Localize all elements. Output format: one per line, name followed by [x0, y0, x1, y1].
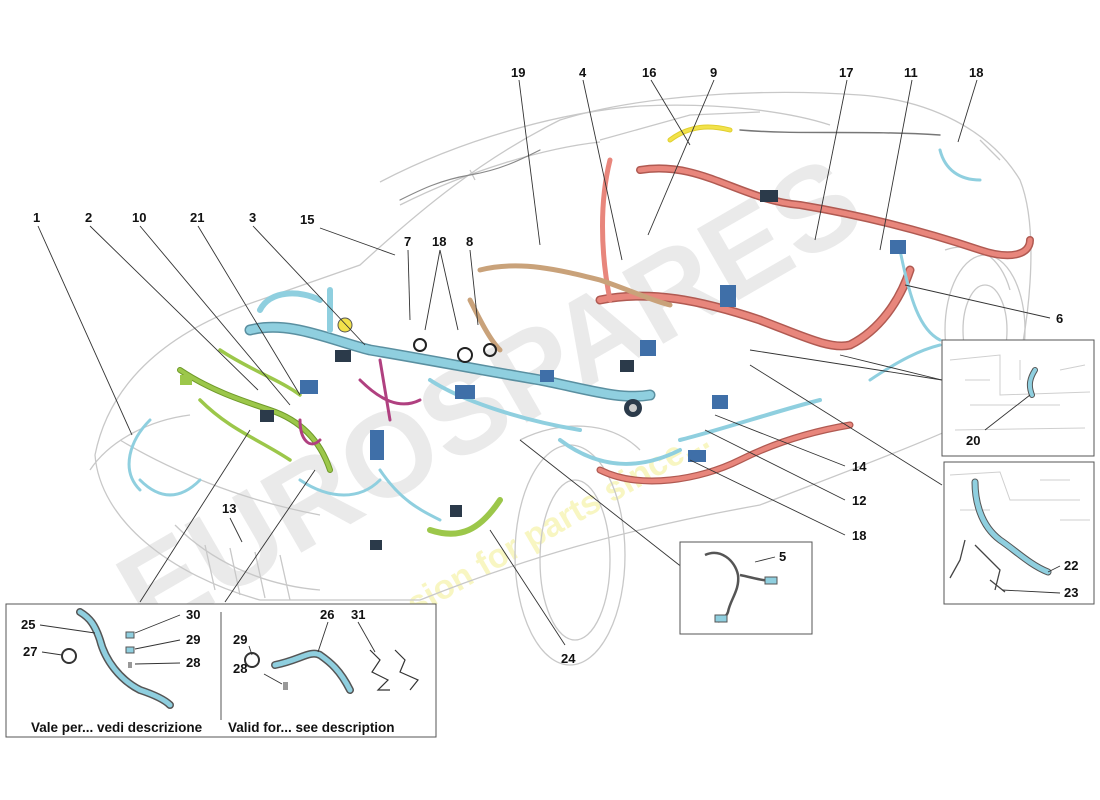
callout-numbers: 1 2 10 21 3 15 7 18 8 19 4 16 9 17 11 18…	[21, 65, 1078, 676]
callout-2: 2	[85, 210, 92, 225]
callout-30: 30	[186, 607, 200, 622]
callout-1: 1	[33, 210, 40, 225]
harness-bundles	[127, 124, 1034, 537]
callout-16: 16	[642, 65, 656, 80]
leader-lines	[37, 79, 1051, 646]
callout-31: 31	[351, 607, 365, 622]
callout-28a: 28	[186, 655, 200, 670]
callout-25: 24	[561, 651, 576, 666]
callout-19: 18	[969, 65, 983, 80]
inset-parts-23-24	[943, 461, 1095, 605]
callout-4: 4	[579, 65, 587, 80]
callout-11: 11	[904, 65, 918, 80]
caption-english: Valid for... see description	[228, 720, 395, 735]
callout-14: 14	[852, 459, 867, 474]
callout-29b: 29	[233, 632, 247, 647]
inset-alternative-parts: Vale per... vedi descrizione Valid for..…	[5, 603, 437, 738]
inset-connectors	[839, 354, 943, 381]
callout-15: 15	[300, 212, 314, 227]
callout-18a: 18	[432, 234, 446, 249]
callout-20: 19	[511, 65, 525, 80]
callout-26b: 26	[320, 607, 334, 622]
callout-21: 20	[966, 433, 980, 448]
callout-26a: 25	[21, 617, 35, 632]
callout-29a: 29	[186, 632, 200, 647]
callout-22: 21	[190, 210, 204, 225]
callout-9: 9	[710, 65, 717, 80]
inset-part-5	[679, 541, 813, 635]
callout-6: 6	[1056, 311, 1063, 326]
callout-18b: 18	[852, 528, 866, 543]
callout-17: 17	[839, 65, 853, 80]
callout-24: 23	[1064, 585, 1078, 600]
inset-part-21	[941, 339, 1095, 457]
connectors	[180, 190, 906, 550]
callout-5: 5	[779, 549, 786, 564]
callout-23: 22	[1064, 558, 1078, 573]
callout-28b: 28	[233, 661, 247, 676]
callout-27: 27	[23, 644, 37, 659]
callout-12: 12	[852, 493, 866, 508]
caption-italian: Vale per... vedi descrizione	[31, 720, 203, 735]
callout-10: 10	[132, 210, 146, 225]
callout-13: 13	[222, 501, 236, 516]
callout-8: 8	[466, 234, 473, 249]
car-body-outline	[89, 91, 1032, 666]
callout-7: 7	[404, 234, 411, 249]
callout-3: 3	[249, 210, 256, 225]
tan-harness	[477, 263, 673, 308]
